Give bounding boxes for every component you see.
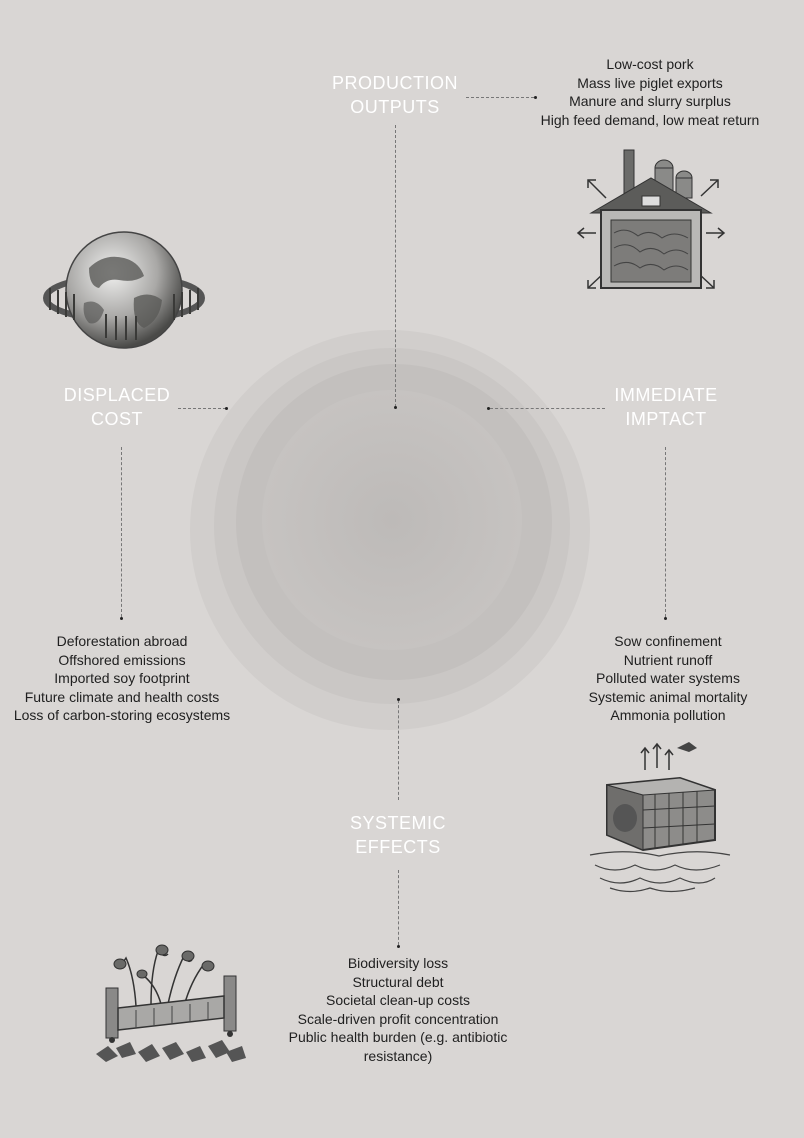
connector-production-list <box>466 97 534 98</box>
list-item: Polluted water systems <box>596 670 740 687</box>
dot-displaced-center <box>225 407 228 410</box>
connector-displaced-center <box>178 408 226 409</box>
dot-immediate-center <box>487 407 490 410</box>
list-production-outputs: Low-cost pork Mass live piglet exports M… <box>530 55 770 129</box>
connector-immediate-list <box>665 447 666 617</box>
heading-production-outputs: PRODUCTION OUTPUTS <box>332 73 458 117</box>
list-immediate-impact: Sow confinement Nutrient runoff Polluted… <box>548 632 788 725</box>
list-item: Future climate and health costs <box>24 688 220 705</box>
factory-barn-icon <box>576 149 726 289</box>
list-item: High feed demand, low meat return <box>540 111 760 128</box>
connector-systemic-center <box>398 700 399 800</box>
list-item: Mass live piglet exports <box>577 74 723 91</box>
list-item: Sow confinement <box>614 633 722 649</box>
dot-systemic-center <box>397 698 400 701</box>
list-item: Low-cost pork <box>606 56 694 72</box>
list-item: Societal clean-up costs <box>326 992 470 1009</box>
list-systemic-effects: Biodiversity loss Structural debt Societ… <box>278 954 518 1066</box>
list-item: Manure and slurry surplus <box>569 93 731 110</box>
dot-immediate-list <box>664 617 667 620</box>
hospital-bed-wilted-flowers-icon <box>96 944 246 1062</box>
list-item: Ammonia pollution <box>610 707 726 724</box>
connector-systemic-list <box>398 870 399 945</box>
list-item: Systemic animal mortality <box>588 688 748 705</box>
connector-displaced-list <box>121 447 122 617</box>
list-displaced-cost: Deforestation abroad Offshored emissions… <box>2 632 242 725</box>
list-item: Scale-driven profit concentration <box>297 1010 499 1027</box>
connector-immediate-center <box>490 408 605 409</box>
heading-immediate-impact: IMMEDIATE IMPTACT <box>614 385 718 429</box>
circle-core <box>262 390 522 650</box>
list-item: Imported soy footprint <box>54 670 190 687</box>
list-item: Offshored emissions <box>58 651 186 668</box>
list-item: Nutrient runoff <box>623 651 713 668</box>
dot-systemic-list <box>397 945 400 948</box>
list-item: Public health burden (e.g. antibiotic re… <box>288 1029 508 1064</box>
dot-production-list <box>534 96 537 99</box>
list-item: Loss of carbon-storing ecosystems <box>13 707 231 724</box>
heading-displaced-cost: DISPLACED COST <box>63 385 171 429</box>
dot-center <box>394 406 397 409</box>
list-item: Structural debt <box>352 973 444 990</box>
list-item: Deforestation abroad <box>56 633 188 649</box>
sow-crate-icon <box>589 742 731 893</box>
dot-displaced-list <box>120 617 123 620</box>
connector-production-center <box>395 125 396 407</box>
globe-with-fence-icon <box>43 231 205 349</box>
list-item: Biodiversity loss <box>347 955 449 971</box>
heading-systemic-effects: SYSTEMIC EFFECTS <box>349 813 446 857</box>
